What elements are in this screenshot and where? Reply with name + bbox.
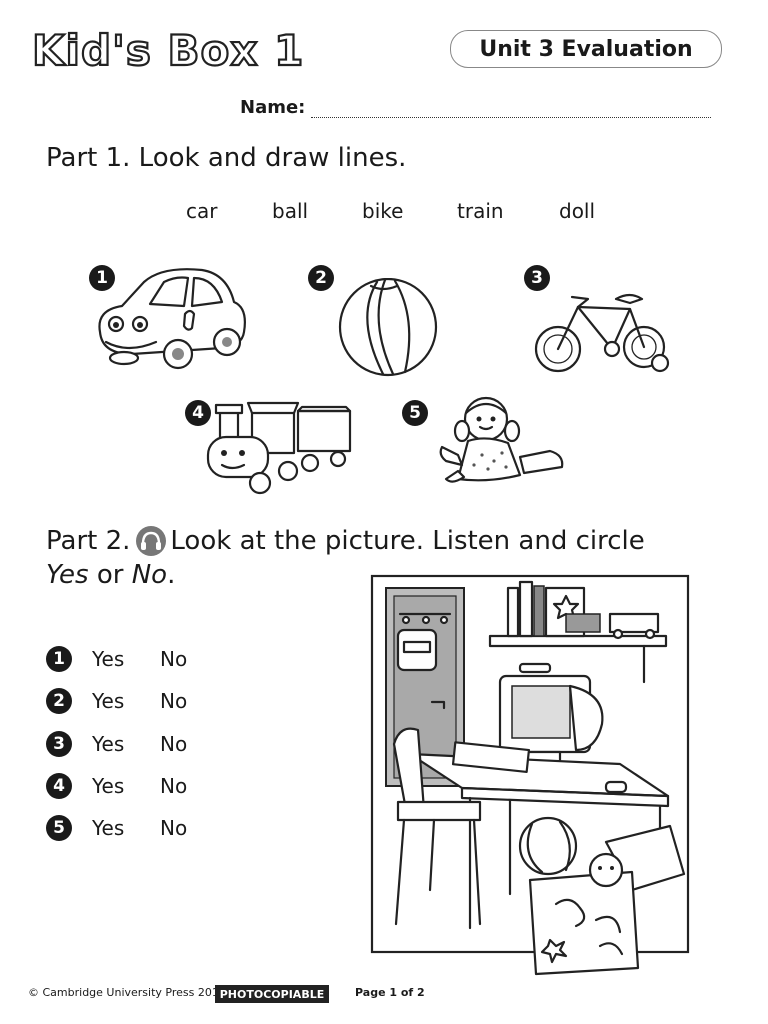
part1-title: Part 1. Look and draw lines. (46, 143, 407, 173)
answer-number-3: 3 (46, 731, 72, 757)
bike-picture (534, 293, 670, 373)
car-picture (98, 268, 246, 370)
doll-picture (439, 396, 564, 483)
answer-yes-5[interactable]: Yes (92, 816, 125, 840)
answer-row-2: 2 Yes No (46, 688, 187, 714)
part2-title: Part 2. Look at the picture. Listen and … (46, 524, 645, 558)
answer-row-1: 1 Yes No (46, 646, 187, 672)
answer-row-4: 4 Yes No (46, 773, 187, 799)
headphones-icon (136, 526, 167, 556)
part2-period: . (167, 560, 176, 590)
copyright-text: © Cambridge University Press 2013 (28, 986, 226, 999)
name-field[interactable] (311, 101, 712, 118)
answer-no-3[interactable]: No (160, 732, 188, 756)
answer-number-5: 5 (46, 815, 72, 841)
part2-title-line2: Yes or No. (46, 560, 175, 590)
word-ball: ball (272, 199, 309, 223)
word-bike: bike (362, 199, 404, 223)
answer-number-4: 4 (46, 773, 72, 799)
unit-title-badge: Unit 3 Evaluation (450, 30, 722, 68)
word-doll: doll (559, 199, 596, 223)
kids-box-logo: Kid's Box 1 (31, 25, 305, 76)
word-car: car (186, 199, 218, 223)
picture-number-3: 3 (524, 265, 550, 291)
answer-no-5[interactable]: No (160, 816, 188, 840)
part2-label: Part 2. (46, 526, 131, 556)
photocopiable-label: PHOTOCOPIABLE (219, 987, 325, 1001)
picture-number-5: 5 (402, 400, 428, 426)
part2-or-word: or (96, 560, 124, 590)
part2-yes-word: Yes (46, 560, 89, 590)
train-picture (206, 401, 352, 495)
answer-no-1[interactable]: No (160, 647, 188, 671)
page-number: Page 1 of 2 (355, 986, 425, 999)
part2-no-word: No (131, 560, 168, 590)
picture-number-4: 4 (185, 400, 211, 426)
name-row: Name: (240, 97, 712, 118)
ball-picture (338, 278, 438, 377)
answer-number-2: 2 (46, 688, 72, 714)
unit-title: Unit 3 Evaluation (479, 36, 693, 62)
answer-yes-2[interactable]: Yes (92, 689, 125, 713)
part2-instruction: Look at the picture. Listen and circle (170, 526, 645, 556)
word-train: train (457, 199, 504, 223)
bedroom-illustration (370, 574, 690, 976)
answer-yes-3[interactable]: Yes (92, 732, 125, 756)
picture-number-2: 2 (308, 265, 334, 291)
name-label: Name: (240, 97, 306, 118)
picture-number-1: 1 (89, 265, 115, 291)
photocopiable-badge: PHOTOCOPIABLE (215, 985, 329, 1003)
answer-yes-1[interactable]: Yes (92, 647, 125, 671)
answer-no-4[interactable]: No (160, 774, 188, 798)
answer-no-2[interactable]: No (160, 689, 188, 713)
answer-row-3: 3 Yes No (46, 731, 187, 757)
answer-yes-4[interactable]: Yes (92, 774, 125, 798)
answer-number-1: 1 (46, 646, 72, 672)
answer-row-5: 5 Yes No (46, 815, 187, 841)
